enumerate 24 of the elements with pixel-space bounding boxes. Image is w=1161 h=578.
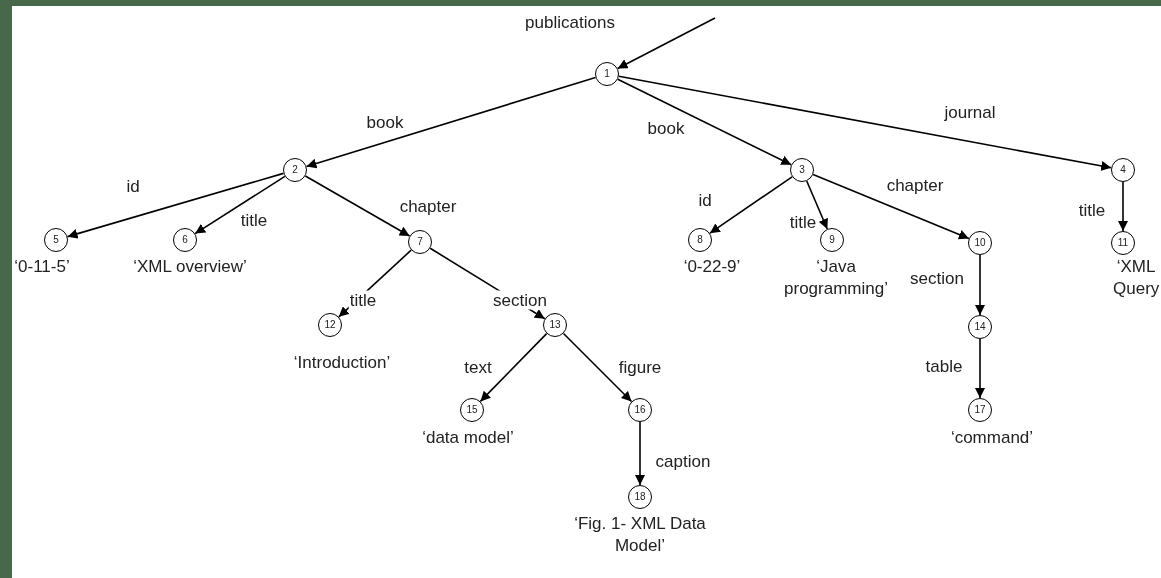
value-text: ‘0-11-5’ [13, 256, 71, 278]
arrow [194, 175, 286, 235]
arrow [709, 176, 793, 234]
edge-label: section [492, 290, 548, 310]
value-text: ‘command’ [949, 427, 1035, 449]
arrow [305, 76, 597, 169]
value-text: ‘0-22-9’ [682, 256, 742, 278]
arrow [975, 254, 985, 316]
value-text: ‘data model’ [421, 427, 515, 449]
arrow [479, 332, 548, 403]
arrow [812, 173, 970, 240]
arrow [1118, 181, 1128, 232]
arrow [618, 75, 1112, 171]
arrow [562, 332, 633, 403]
arrow [635, 421, 645, 486]
value-text: ‘XML Query [1113, 256, 1159, 300]
arrow [66, 172, 285, 239]
value-text: ‘Introduction’ [292, 352, 392, 374]
arrow [975, 338, 985, 399]
arrow [805, 180, 829, 230]
value-text: ‘Fig. 1- XML Data Model’ [573, 513, 707, 557]
value-text: ‘XML overview’ [132, 256, 248, 278]
edge-label: title [348, 290, 378, 310]
value-text: ‘Java programming’ [783, 256, 889, 300]
